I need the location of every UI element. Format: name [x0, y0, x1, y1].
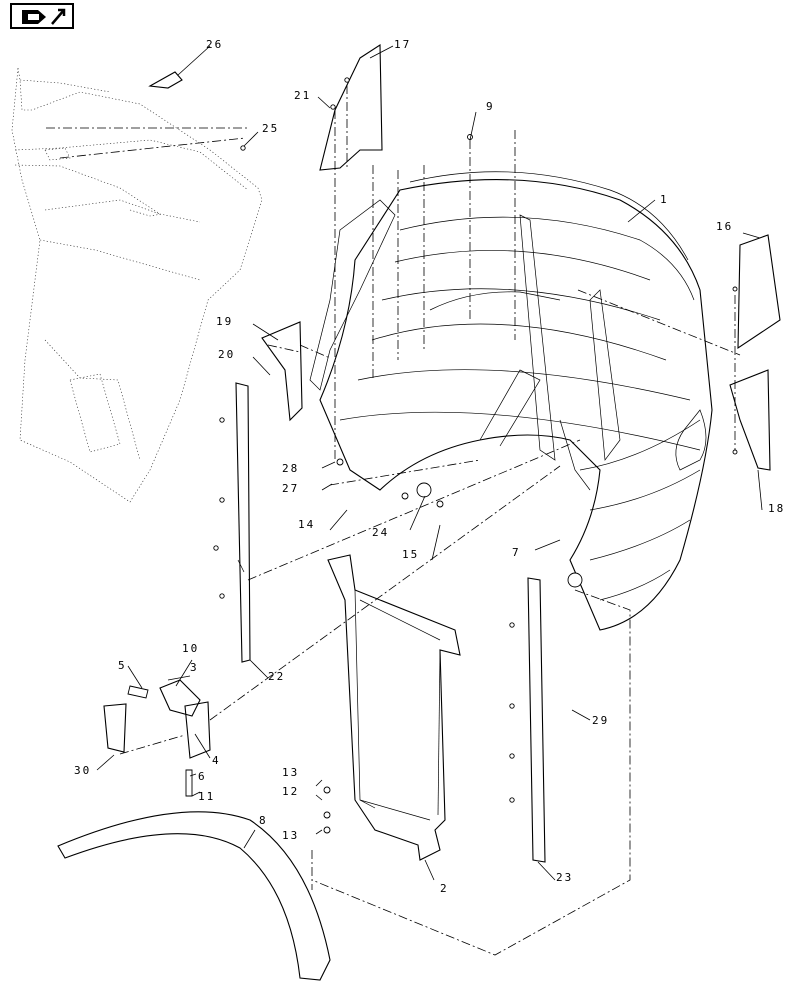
assembly-centerlines [46, 85, 741, 956]
callout-15: 15 [402, 548, 419, 561]
callout-16: 16 [716, 220, 733, 233]
callout-20: 20 [218, 348, 235, 361]
callout-29: 29 [592, 714, 609, 727]
emblem-26 [148, 71, 183, 89]
callout-8: 8 [259, 814, 268, 827]
callout-14: 14 [298, 518, 315, 531]
callout-6: 6 [198, 770, 207, 783]
hardware-fasteners [213, 77, 738, 834]
callout-22: 22 [268, 670, 285, 683]
callout-28: 28 [282, 462, 299, 475]
mount-plate [184, 701, 211, 759]
callout-27: 27 [282, 482, 299, 495]
left-side-panel [235, 382, 251, 663]
callout-26: 26 [206, 38, 223, 51]
callout-17: 17 [394, 38, 411, 51]
callout-18: 18 [768, 502, 785, 515]
callout-4: 4 [212, 754, 221, 767]
callout-24: 24 [372, 526, 389, 539]
callout-7: 7 [512, 546, 521, 559]
callout-2: 2 [440, 882, 449, 895]
shield-19 [261, 321, 303, 422]
shield-16 [737, 234, 781, 350]
callout-13b: 13 [282, 829, 299, 842]
shield-30 [103, 703, 127, 753]
right-side-panel [527, 577, 546, 863]
callout-10: 10 [182, 642, 199, 655]
frame-bracket [327, 554, 461, 861]
callout-5: 5 [118, 659, 127, 672]
next-page-button[interactable] [10, 3, 74, 29]
callout-19: 19 [216, 315, 233, 328]
latch-bracket [159, 679, 201, 717]
shield-18 [729, 369, 771, 471]
callout-leaders [96, 45, 763, 881]
cab-outline [11, 67, 263, 503]
callout-23: 23 [556, 871, 573, 884]
shield-17 [319, 43, 383, 171]
callout-12: 12 [282, 785, 299, 798]
seal-strip [57, 811, 331, 981]
hood-assembly [309, 171, 713, 631]
callout-1: 1 [660, 193, 669, 206]
callout-labels: 1 2 3 4 5 6 7 8 9 10 11 12 13 13 14 15 1… [74, 38, 785, 895]
bolt-11 [185, 769, 193, 797]
callout-3: 3 [190, 661, 199, 674]
pin-5 [127, 685, 149, 699]
callout-13a: 13 [282, 766, 299, 779]
callout-30: 30 [74, 764, 91, 777]
callout-9: 9 [486, 100, 495, 113]
callout-25: 25 [262, 122, 279, 135]
callout-21: 21 [294, 89, 311, 102]
callout-11: 11 [198, 790, 215, 803]
next-page-icon [22, 8, 66, 25]
